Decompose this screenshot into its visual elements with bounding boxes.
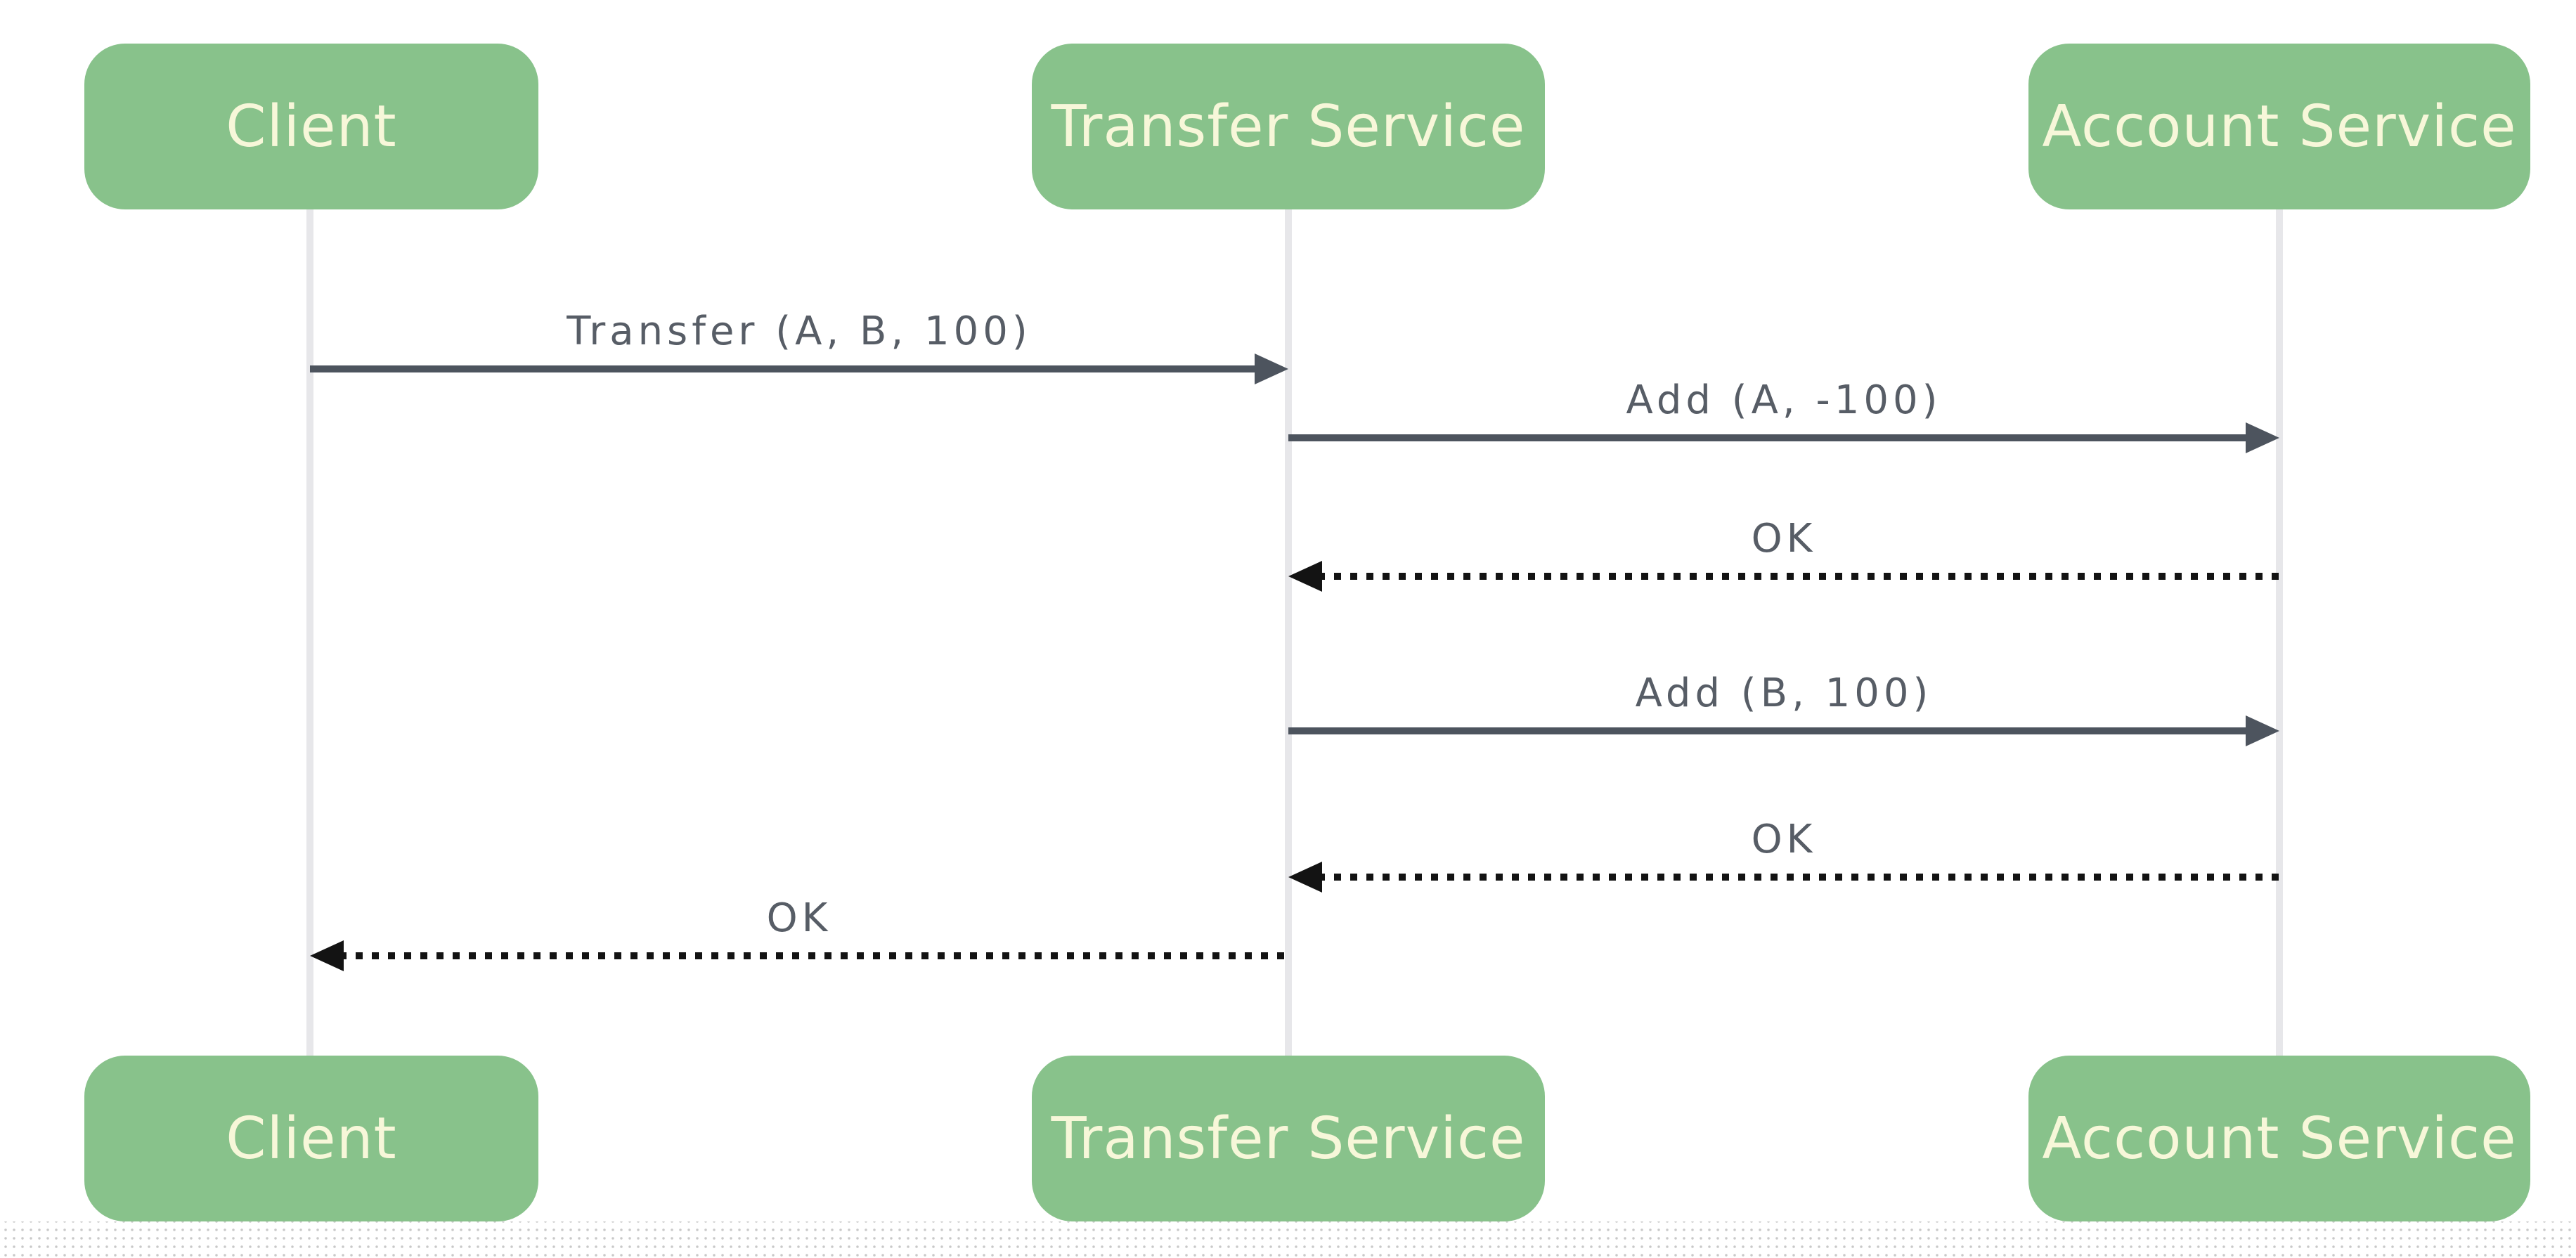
message-line xyxy=(1288,434,2250,441)
message-label: Transfer (A, B, 100) xyxy=(567,309,1032,354)
actor-client-bottom[interactable]: Client xyxy=(84,1056,538,1221)
actor-account-service-top[interactable]: Account Service xyxy=(2028,44,2530,209)
lifeline-client xyxy=(306,208,313,1060)
actor-client-top[interactable]: Client xyxy=(84,44,538,209)
arrowhead-left-icon xyxy=(1288,862,1322,893)
message-ok-reply-1[interactable]: OK xyxy=(1288,510,2279,592)
actor-label: Client xyxy=(226,1105,397,1172)
lifeline-transfer-service xyxy=(1285,208,1292,1060)
message-label: Add (B, 100) xyxy=(1635,670,1933,716)
lifeline-account-service xyxy=(2276,208,2283,1060)
message-line-dotted xyxy=(1318,874,2279,881)
actor-account-service-bottom[interactable]: Account Service xyxy=(2028,1056,2530,1221)
message-ok-reply-2[interactable]: OK xyxy=(1288,810,2279,893)
message-line-dotted xyxy=(339,952,1288,959)
actor-label: Transfer Service xyxy=(1051,93,1526,160)
message-label: OK xyxy=(766,895,832,941)
message-add-b[interactable]: Add (B, 100) xyxy=(1288,664,2279,746)
actor-transfer-service-bottom[interactable]: Transfer Service xyxy=(1032,1056,1545,1221)
arrowhead-right-icon xyxy=(2246,422,2279,453)
actor-label: Account Service xyxy=(2042,1105,2517,1172)
actor-transfer-service-top[interactable]: Transfer Service xyxy=(1032,44,1545,209)
actor-label: Client xyxy=(226,93,397,160)
actor-label: Transfer Service xyxy=(1051,1105,1526,1172)
arrowhead-right-icon xyxy=(1255,354,1288,384)
arrowhead-left-icon xyxy=(1288,561,1322,592)
message-line xyxy=(310,365,1259,372)
message-label: Add (A, -100) xyxy=(1626,377,1942,423)
message-line xyxy=(1288,727,2250,734)
canvas-dot-grid xyxy=(0,1221,2576,1258)
message-line-dotted xyxy=(1318,573,2279,580)
message-transfer-request[interactable]: Transfer (A, B, 100) xyxy=(310,302,1288,384)
message-label: OK xyxy=(1751,516,1817,562)
message-ok-reply-3[interactable]: OK xyxy=(310,889,1288,971)
arrowhead-right-icon xyxy=(2246,715,2279,746)
arrowhead-left-icon xyxy=(310,940,344,971)
message-add-a[interactable]: Add (A, -100) xyxy=(1288,371,2279,453)
message-label: OK xyxy=(1751,817,1817,862)
actor-label: Account Service xyxy=(2042,93,2517,160)
